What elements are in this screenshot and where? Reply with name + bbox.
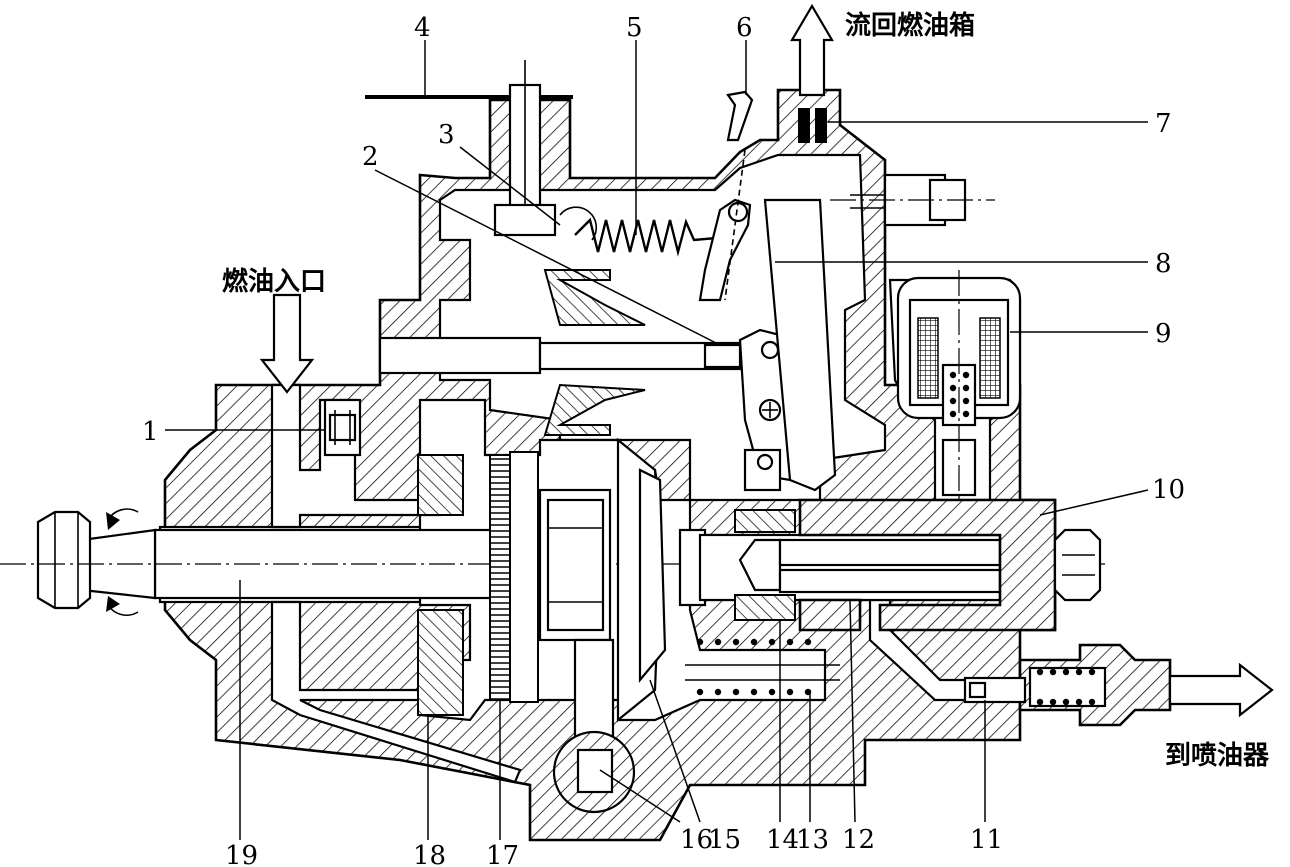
fuel-inlet-label: 燃油入口 — [222, 267, 326, 297]
spring-coil-dot — [732, 688, 740, 696]
label-3: 3 — [438, 120, 455, 150]
spring-coil-dot — [696, 638, 704, 646]
label-11: 11 — [970, 825, 1003, 855]
label-9: 9 — [1155, 319, 1172, 349]
spring-coil-dot — [1075, 668, 1083, 676]
spring-coil-dot — [768, 688, 776, 696]
label-4: 4 — [414, 13, 431, 43]
spring-coil-dot — [949, 371, 957, 379]
spring-coil-dot — [1088, 698, 1096, 706]
label-5: 5 — [626, 13, 643, 43]
spring-coil-dot — [1036, 668, 1044, 676]
spring-coil-dot — [1062, 698, 1070, 706]
outlet-arrow — [1168, 662, 1274, 718]
spring-coil-dot — [714, 688, 722, 696]
label-18: 18 — [413, 841, 446, 867]
spring-coil-dot — [732, 638, 740, 646]
plunger-spring — [685, 664, 840, 681]
label-19: 19 — [225, 841, 258, 867]
label-6: 6 — [736, 13, 753, 43]
spring-coil-dot — [786, 688, 794, 696]
transfer-pump — [417, 451, 539, 716]
cam-plate-assembly — [538, 437, 667, 814]
spring-coil-dot — [714, 638, 722, 646]
inlet-arrow — [259, 293, 315, 394]
spring-coil-dot — [804, 638, 812, 646]
spring-coil-dot — [750, 638, 758, 646]
return-spring-coils — [696, 638, 812, 696]
spring-coil-dot — [1062, 668, 1070, 676]
spring-coil-dot — [949, 410, 957, 418]
label-12: 12 — [842, 825, 875, 855]
spring-coil-dot — [696, 688, 704, 696]
spring-coil-dot — [1075, 698, 1083, 706]
return-arrow — [790, 3, 834, 97]
label-7: 7 — [1155, 109, 1172, 139]
spring-coil-dot — [1049, 698, 1057, 706]
label-17: 17 — [486, 841, 519, 867]
label-8: 8 — [1155, 249, 1172, 279]
governor-assembly — [365, 60, 995, 492]
delivery-valve-spring — [1036, 668, 1096, 706]
pressure-regulating-valve — [323, 398, 362, 457]
shutoff-solenoid — [896, 270, 1022, 500]
distributor-plunger — [678, 498, 1057, 681]
spring-coil-dot — [786, 638, 794, 646]
spring-coil-dot — [1036, 698, 1044, 706]
label-10: 10 — [1152, 475, 1185, 505]
spring-coil-dot — [962, 410, 970, 418]
fuel-return-label: 流回燃油箱 — [845, 10, 975, 41]
spring-coil-dot — [962, 371, 970, 379]
spring-coil-dot — [962, 397, 970, 405]
leader-lines — [165, 40, 1149, 840]
spring-coil-dot — [1049, 668, 1057, 676]
part-labels: 1 2 3 4 5 6 7 8 9 10 11 12 13 14 15 16 1… — [142, 13, 1185, 867]
spring-coil-dot — [750, 688, 758, 696]
label-14: 14 — [766, 825, 799, 855]
spring-coil-dot — [962, 384, 970, 392]
label-2: 2 — [362, 142, 379, 172]
label-1: 1 — [142, 417, 159, 447]
label-15: 15 — [708, 825, 741, 855]
spring-coil-dot — [1088, 668, 1096, 676]
label-13: 13 — [796, 825, 829, 855]
spring-coil-dot — [949, 384, 957, 392]
delivery-valve-fitting — [963, 643, 1172, 727]
to-injector-label: 到喷油器 — [1165, 741, 1270, 771]
spring-coil-dot — [949, 397, 957, 405]
label-16: 16 — [680, 825, 713, 855]
spring-coil-dot — [768, 638, 776, 646]
head-bolt — [1053, 528, 1102, 602]
solenoid-spring-coils — [949, 371, 970, 418]
